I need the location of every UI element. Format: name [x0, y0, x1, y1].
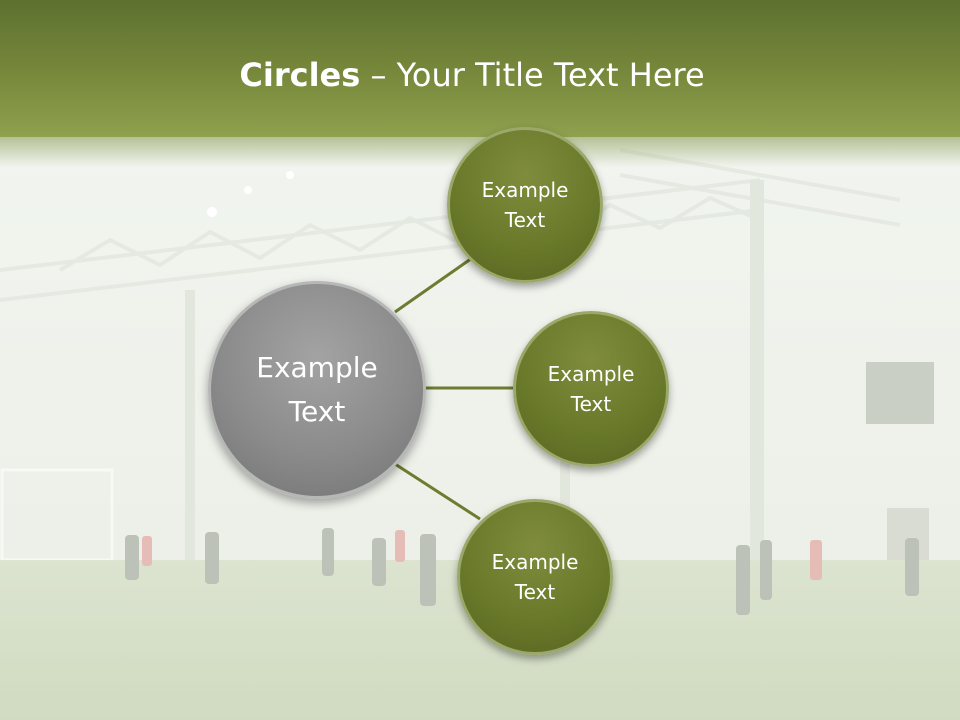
- slide-title: Circles – Your Title Text Here: [0, 55, 944, 95]
- center-circle: Example Text: [208, 281, 426, 499]
- node-circle-2: Example Text: [513, 311, 669, 467]
- node-circle-1: Example Text: [447, 127, 603, 283]
- slide-title-bold: Circles: [239, 56, 361, 94]
- node-circle-1-label: Example Text: [481, 178, 569, 232]
- node-circle-3-label: Example Text: [491, 550, 579, 604]
- title-banner: [0, 0, 960, 137]
- node-circle-2-label: Example Text: [547, 362, 635, 416]
- center-circle-label: Example Text: [256, 351, 378, 428]
- node-circle-3: Example Text: [457, 499, 613, 655]
- slide-title-rest: – Your Title Text Here: [360, 56, 705, 94]
